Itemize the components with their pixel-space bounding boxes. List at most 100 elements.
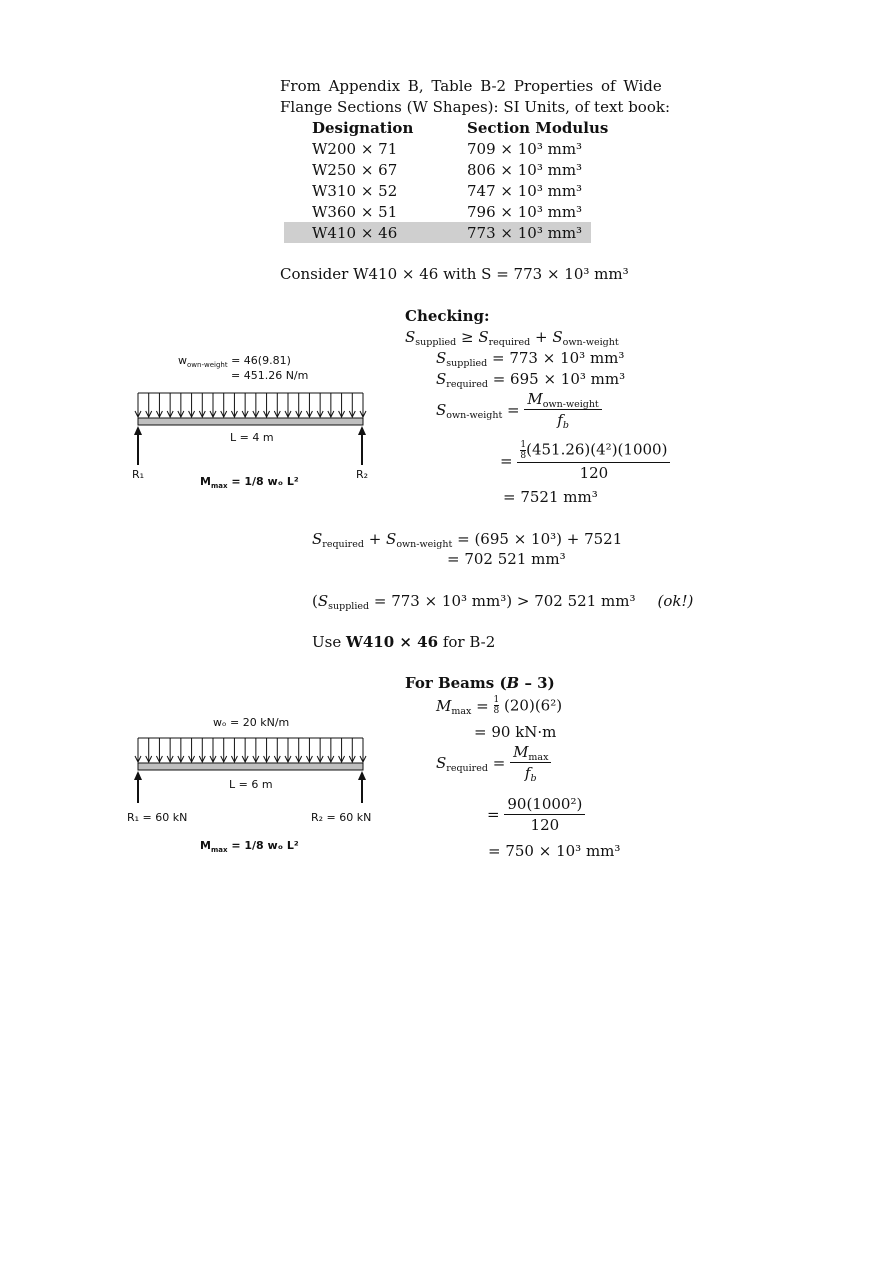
comparison-ok: (ok!): [657, 592, 694, 610]
beam2-span-label: L = 6 m: [229, 778, 273, 791]
load-arrow-head: [155, 755, 163, 764]
table-header-modulus: Section Modulus: [467, 119, 609, 137]
comparison-value: = 773 × 10³ mm³) > 702 521 mm³: [373, 592, 636, 610]
beam2-mmax: Mmax = 1/8 wₒ L²: [200, 839, 299, 854]
table-cell-designation: W250 × 67: [312, 161, 398, 179]
checking-supplied: Ssupplied = 773 × 10³ mm³: [436, 349, 625, 369]
beam2-diagram: [134, 737, 367, 803]
load-arrow-head: [134, 755, 142, 764]
table-cell-designation: W310 × 52: [312, 182, 398, 200]
load-arrow-head: [230, 410, 238, 419]
beams3-title-prefix: For Beams (: [405, 674, 507, 692]
load-arrow-head: [295, 755, 303, 764]
load-arrow-head: [359, 755, 367, 764]
load-arrow-head: [348, 755, 356, 764]
load-arrow-head: [359, 410, 367, 419]
beam1-diagram: [134, 392, 367, 465]
load-arrow-head: [284, 410, 292, 419]
beam1-mmax-value: = 1/8 wₒ L²: [231, 475, 299, 488]
load-arrow-head: [263, 410, 271, 419]
beams3-title-b: B: [506, 674, 520, 692]
load-arrow-head: [327, 410, 335, 419]
load-arrow-head: [220, 755, 228, 764]
table-cell-designation: W200 × 71: [312, 140, 398, 158]
table-cell-modulus: 709 × 10³ mm³: [467, 140, 583, 158]
use-prefix: Use: [312, 633, 342, 651]
load-arrow-head: [316, 755, 324, 764]
beams3-required-calc: = 90(1000²)120: [487, 795, 586, 834]
beams3-result: = 750 × 10³ mm³: [488, 842, 621, 860]
load-arrow-head: [241, 410, 249, 419]
load-arrow-head: [198, 755, 206, 764]
sum-line-1: Srequired + Sown-weight = (695 × 10³) + …: [312, 530, 623, 550]
own-num-symbol: M: [527, 390, 543, 408]
load-arrow-head: [327, 755, 335, 764]
beam1-support-left: [134, 426, 142, 465]
beams3-calc-denominator: 120: [530, 816, 560, 834]
checking-title: Checking:: [405, 307, 490, 325]
beam2-mmax-value: = 1/8 wₒ L²: [231, 839, 299, 852]
beams3-title-suffix: – 3): [519, 674, 555, 692]
beam1-span-label: L = 4 m: [230, 431, 274, 444]
sum-line-2: = 702 521 mm³: [447, 550, 566, 568]
beam2-r1-label: R₁ = 60 kN: [127, 811, 188, 824]
beam2-load-label: wₒ = 20 kN/m: [213, 716, 290, 729]
own-den-symbol: f: [557, 411, 563, 429]
checking-required-value: = 695 × 10³ mm³: [492, 370, 626, 388]
load-arrow-head: [198, 410, 206, 419]
load-arrow-head: [305, 410, 313, 419]
beam1-beam: [137, 417, 364, 426]
load-arrow-head: [145, 755, 153, 764]
use-section: W410 × 46: [346, 633, 439, 651]
load-arrow-head: [252, 410, 260, 419]
beam1-load-arrows: [134, 392, 367, 419]
load-arrow-head: [316, 410, 324, 419]
table-row-highlight: [284, 222, 591, 243]
intro-line-2: Flange Sections (W Shapes): SI Units, of…: [280, 98, 671, 116]
beams3-calc-numerator: 90(1000²): [504, 795, 586, 815]
load-arrow-head: [338, 755, 346, 764]
load-arrow-head: [177, 755, 185, 764]
table-cell-modulus: 747 × 10³ mm³: [467, 182, 583, 200]
load-arrow-head: [273, 410, 281, 419]
beam2-load-arrows: [134, 737, 367, 764]
sum-rhs-1: = (695 × 10³) + 7521: [457, 530, 623, 548]
beam1-r1-label: R₁: [132, 468, 145, 481]
beams3-title: For Beams (B – 3): [405, 674, 555, 692]
load-arrow-head: [177, 410, 185, 419]
load-arrow-head: [188, 410, 196, 419]
use-suffix: for B-2: [442, 633, 496, 651]
table-cell-modulus: 796 × 10³ mm³: [467, 203, 583, 221]
beam1-load-value-2: = 451.26 N/m: [231, 369, 309, 382]
load-arrow-head: [166, 755, 174, 764]
load-arrow-head: [241, 755, 249, 764]
checking-required: Srequired = 695 × 10³ mm³: [436, 370, 626, 390]
load-arrow-head: [284, 755, 292, 764]
beam2-beam: [137, 762, 364, 771]
use-statement: Use W410 × 46 for B-2: [312, 633, 495, 651]
table-header-designation: Designation: [312, 119, 414, 137]
load-arrow-head: [348, 410, 356, 419]
load-arrow-head: [252, 755, 260, 764]
consider-statement: Consider W410 × 46 with S = 773 × 10³ mm…: [280, 265, 629, 283]
load-arrow-head: [145, 410, 153, 419]
load-arrow-head: [166, 410, 174, 419]
beam2-support-right: [358, 771, 366, 803]
beam2-r2-label: R₂ = 60 kN: [311, 811, 372, 824]
intro-text-1: From Appendix B, Table B-2 Properties of…: [280, 77, 662, 95]
beam1-support-right: [358, 426, 366, 465]
comparison-line: (Ssupplied = 773 × 10³ mm³) > 702 521 mm…: [312, 592, 694, 612]
beams3-mmax-rhs: (20)(6²): [504, 696, 563, 715]
load-arrow-head: [134, 410, 142, 419]
table-cell-designation: W410 × 46: [312, 224, 398, 242]
checking-own-weight-result: = 7521 mm³: [503, 488, 598, 506]
load-arrow-head: [338, 410, 346, 419]
load-arrow-head: [188, 755, 196, 764]
table-cell-modulus: 806 × 10³ mm³: [467, 161, 583, 179]
beam1-load-label: wown-weight = 46(9.81): [178, 354, 291, 369]
table-cell-modulus: 773 × 10³ mm³: [467, 224, 583, 242]
